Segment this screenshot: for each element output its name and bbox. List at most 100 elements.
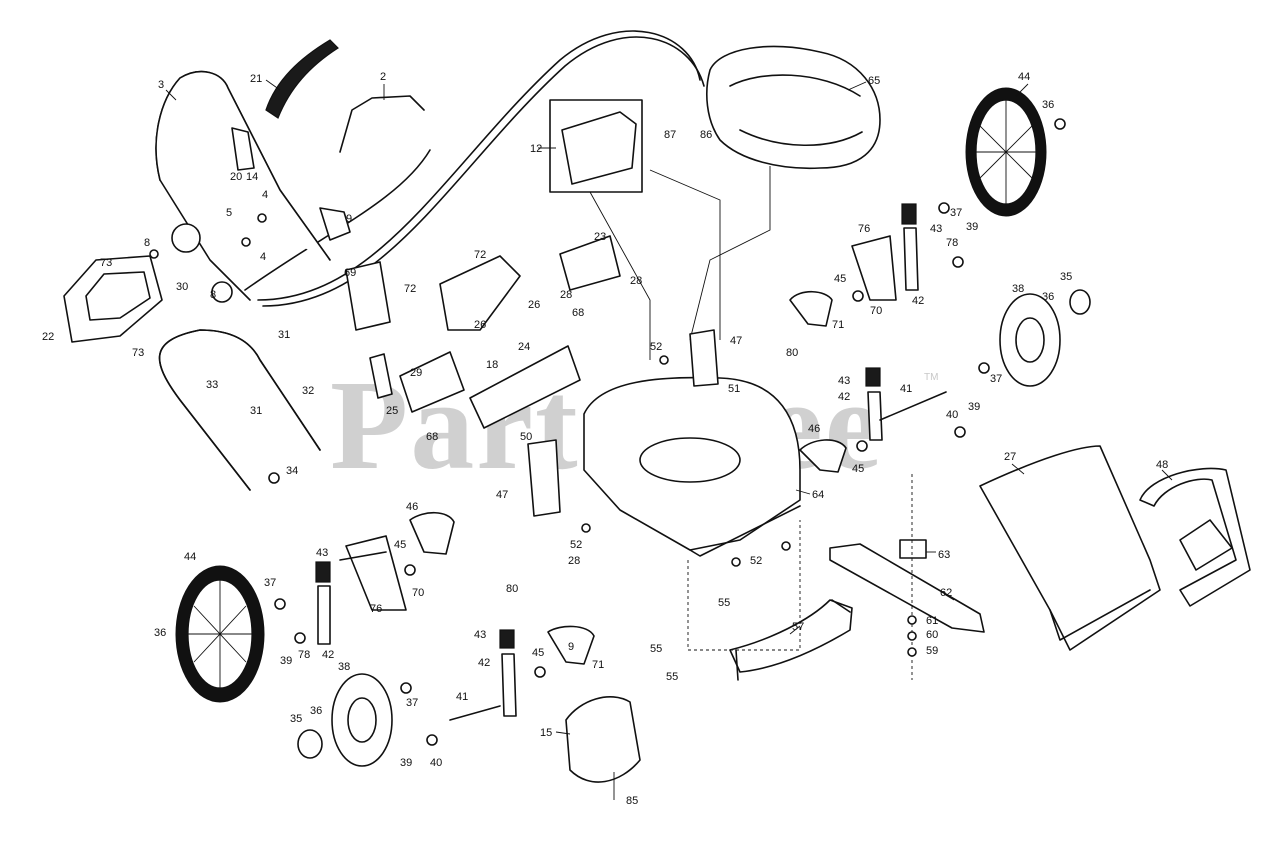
part-callout-48: 48 (1156, 459, 1168, 471)
height-adjuster-arm-right-rear (903, 227, 919, 291)
washer (426, 734, 438, 746)
leader-64 (795, 489, 811, 495)
part-callout-35: 35 (290, 713, 302, 725)
part-callout-55: 55 (650, 643, 662, 655)
part-callout-72: 72 (404, 283, 416, 295)
part-callout-55: 55 (666, 671, 678, 683)
part-callout-52: 52 (650, 341, 662, 353)
axle-bracket-right-rear (851, 235, 897, 301)
part-callout-50: 50 (520, 431, 532, 443)
part-callout-43: 43 (930, 223, 942, 235)
lower-handle-inner (158, 329, 321, 491)
part-callout-44: 44 (1018, 71, 1030, 83)
part-callout-36: 36 (1042, 291, 1054, 303)
axle-rod-left-rear (339, 551, 387, 561)
cutting-blade (829, 543, 985, 633)
part-callout-4: 4 (260, 251, 266, 263)
washer (907, 615, 917, 625)
part-callout-9: 9 (568, 641, 574, 653)
part-callout-64: 64 (812, 489, 824, 501)
washer (907, 647, 917, 657)
cable-bracket (231, 127, 255, 171)
part-callout-42: 42 (912, 295, 924, 307)
part-callout-40: 40 (946, 409, 958, 421)
part-callout-80: 80 (786, 347, 798, 359)
washer (241, 237, 251, 247)
fasteners (149, 118, 1066, 746)
rear-door (469, 345, 581, 429)
part-callout-72: 72 (474, 249, 486, 261)
part-callout-34: 34 (286, 465, 298, 477)
washer (952, 256, 964, 268)
part-callout-33: 33 (206, 379, 218, 391)
washer (294, 632, 306, 644)
front-wheel-right (999, 293, 1061, 387)
washer (852, 290, 864, 302)
part-callout-37: 37 (950, 207, 962, 219)
part-callout-51: 51 (728, 383, 740, 395)
control-panel (561, 111, 637, 185)
part-callout-39: 39 (400, 757, 412, 769)
washer (400, 682, 412, 694)
hub-cap-right (1069, 289, 1091, 315)
part-callout-42: 42 (838, 391, 850, 403)
height-adjuster-knob-left-front (499, 629, 515, 649)
height-plate-left-rear (409, 511, 455, 555)
part-callout-35: 35 (1060, 271, 1072, 283)
hub-cap-left (297, 729, 323, 759)
grass-bag-frame-edge (1049, 589, 1151, 641)
washer (274, 598, 286, 610)
washer (404, 564, 416, 576)
part-callout-42: 42 (322, 649, 334, 661)
grass-bag-frame-inner (1179, 519, 1233, 571)
lever-knob (171, 223, 201, 253)
washer (534, 666, 546, 678)
part-callout-43: 43 (838, 375, 850, 387)
leader-65 (847, 81, 867, 91)
bail-bracket (439, 255, 521, 331)
part-callout-73: 73 (132, 347, 144, 359)
engine-leader (689, 166, 771, 341)
part-callout-38: 38 (1012, 283, 1024, 295)
baffle-outline-dashed (687, 520, 801, 651)
upper-handle-left-leg (159, 179, 251, 301)
part-callout-55: 55 (718, 597, 730, 609)
detail-box (549, 99, 643, 193)
part-callout-78: 78 (946, 237, 958, 249)
part-callout-36: 36 (154, 627, 166, 639)
part-callout-37: 37 (406, 697, 418, 709)
leader-3 (165, 89, 177, 101)
part-callout-43: 43 (316, 547, 328, 559)
part-callout-52: 52 (750, 555, 762, 567)
front-wheel-left (331, 673, 393, 767)
part-callout-45: 45 (852, 463, 864, 475)
part-callout-61: 61 (926, 615, 938, 627)
blade-adapter (899, 539, 927, 559)
grass-bag (979, 445, 1161, 651)
rear-wheel-left-spokes (188, 580, 252, 688)
height-plate-left-front (547, 625, 595, 665)
part-callout-45: 45 (834, 273, 846, 285)
part-callout-14: 14 (246, 171, 258, 183)
axle-rod-right (879, 391, 947, 421)
control-lever (319, 207, 351, 241)
lever-knob-lower (211, 281, 233, 303)
leader-57 (789, 625, 801, 635)
part-callout-30: 30 (176, 281, 188, 293)
part-callout-71: 71 (832, 319, 844, 331)
part-callout-9: 9 (346, 213, 352, 225)
part-callout-5: 5 (226, 207, 232, 219)
part-callout-31: 31 (250, 405, 262, 417)
part-callout-68: 68 (426, 431, 438, 443)
part-callout-45: 45 (532, 647, 544, 659)
washer (978, 362, 990, 374)
part-callout-70: 70 (870, 305, 882, 317)
washer (659, 355, 669, 365)
part-callout-44: 44 (184, 551, 196, 563)
washer (268, 472, 280, 484)
part-callout-38: 38 (338, 661, 350, 673)
deck-front-skirt (689, 505, 801, 557)
part-callout-60: 60 (926, 629, 938, 641)
part-callout-78: 78 (298, 649, 310, 661)
